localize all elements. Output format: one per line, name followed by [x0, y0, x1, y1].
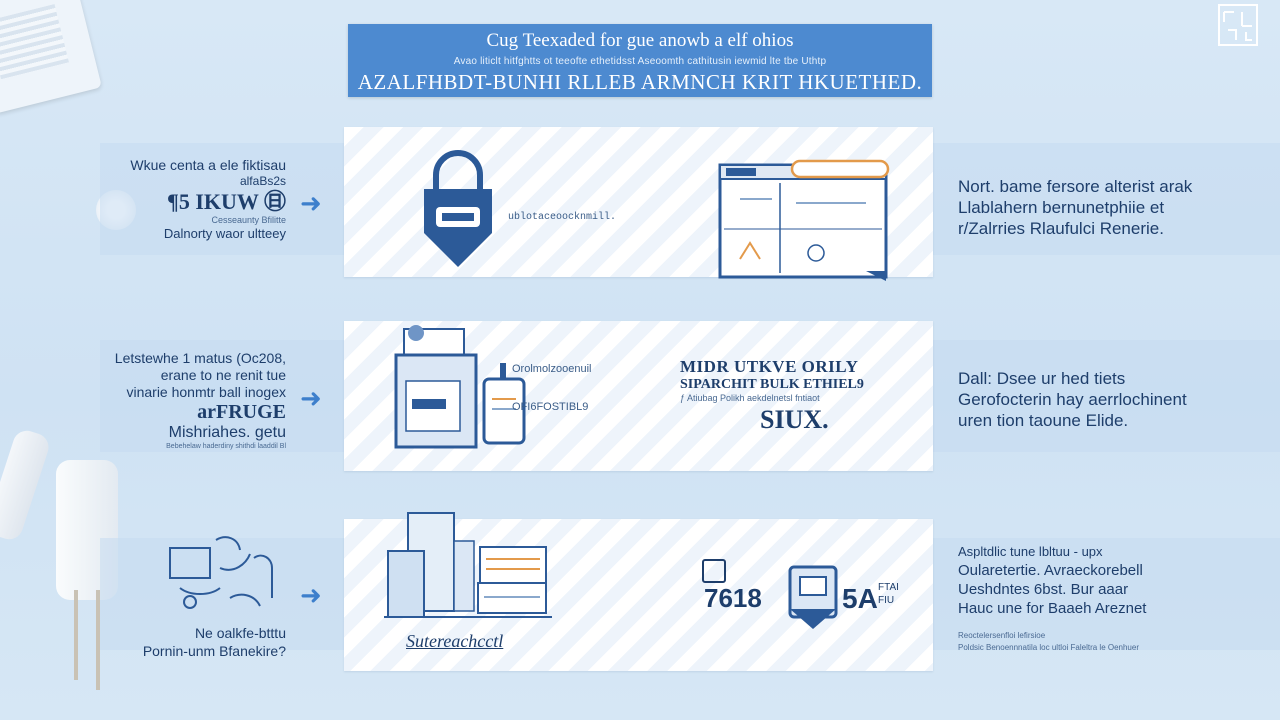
row-1-panel: ublotaceoocknmill. — [344, 127, 933, 281]
row-2-center-heading: MIDR UTKVE ORILY — [680, 357, 859, 376]
row-2-panel-caption-b: OFI6FOSTIBL9 — [512, 401, 589, 413]
row-3-panel-caption: Sutereachcctl — [406, 631, 504, 651]
laptop-decor — [0, 0, 102, 114]
row-2-left-heading: arFRUGE — [197, 401, 286, 423]
row-3-left-line: Pornin-unm Bfanekire? — [142, 643, 286, 659]
row-2-right-line: Gerofocterin hay aerrlochinent — [958, 390, 1187, 409]
row-3-right-line: Oularetertie. Avraeckorebell — [958, 562, 1143, 579]
row-3-left-line: Ne oalkfe-btttu — [194, 625, 286, 641]
row-2-left-line: vinarie honmtr ball inogex — [126, 384, 286, 400]
document-window-icon — [716, 159, 896, 290]
header-title: Cug Teexaded for gue anowb a elf ohios — [486, 30, 794, 51]
row-3-panel: Sutereachcctl 7618 5A FTAI FIU — [344, 512, 933, 671]
row-3-panel-code-c: FTAI FIU — [878, 582, 899, 606]
row-1-right-line: Nort. bame fersore alterist arak — [958, 177, 1193, 196]
header-banner: Cug Teexaded for gue anowb a elf ohios A… — [348, 24, 932, 97]
row-2-panel-caption-a: Orolmolzooenuil — [512, 363, 592, 375]
row-3-arrow-icon: ➜ — [300, 580, 322, 610]
building-icon — [384, 511, 554, 636]
row-3-right-text: Aspltdlic tune lbltuu - upx Oularetertie… — [958, 542, 1268, 618]
row-1-panel-caption: ublotaceoocknmill. — [508, 212, 617, 223]
row-3-panel-code: 7618 — [704, 583, 762, 613]
row-2-panel: Orolmolzooenuil OFI6FOSTIBL9 MIDR UTKVE … — [344, 321, 933, 471]
header-subtitle: Avao liticlt hitfghtts ot teeofte etheti… — [453, 56, 827, 67]
paper-scroll-decor — [0, 427, 53, 543]
people-sketch-icon — [160, 528, 290, 623]
row-1-right-text: Nort. bame fersore alterist arak Llablah… — [958, 176, 1258, 239]
row-3-right-line: Ueshdntes 6bst. Bur aaar — [958, 581, 1129, 598]
row-3-panel-code-b: 5A — [842, 583, 878, 614]
padlock-icon — [418, 149, 498, 274]
row-3-square-mark — [702, 559, 726, 583]
row-2-left-line: erane to ne renit tue — [160, 367, 286, 383]
row-2-left-line: Mishriahes. getu — [168, 424, 286, 441]
row-2-right-text: Dall: Dsee ur hed tiets Gerofocterin hay… — [958, 368, 1258, 431]
row-1-left-heading: ¶5 IKUW ㊐ — [166, 189, 286, 214]
row-1-left-line: Cesseaunty Bfilitte — [211, 215, 286, 225]
qr-icon[interactable] — [1218, 4, 1258, 46]
row-2-center-note: ƒ Atiubag Polikh aekdelnetsl fntiaot — [680, 393, 820, 403]
header-tagline: AZALFHBDT-BUNHI RLLEB ARMNCH KRIT HKUETH… — [357, 70, 923, 94]
row-3-right-small-line: Poldsic Benoennnatila loc ultloi Faleltr… — [958, 643, 1139, 652]
row-2-left-line: Bebehelaw haderdiny shithdi laaddil Bl — [166, 443, 286, 450]
stand-leg-decor-2 — [96, 590, 100, 690]
row-3-right-small-line: Reoctelersenfloi lefirsioe — [958, 631, 1046, 640]
row-1-right-line: r/Zalrries Rlaufulci Renerie. — [958, 219, 1164, 238]
row-1-arrow-icon: ➜ — [300, 188, 322, 218]
devices-icon — [392, 321, 532, 466]
row-2-center-subheading: SIPARCHIT BULK ETHIEL9 — [680, 377, 864, 392]
row-1-left-line: alfaBs2s — [239, 174, 286, 188]
row-2-arrow-icon: ➜ — [300, 383, 322, 413]
row-3-right-line: Hauc une for Baaeh Areznet — [958, 600, 1147, 617]
row-2-right-line: Dall: Dsee ur hed tiets — [958, 369, 1126, 388]
row-1-left-text: Wkue centa a ele fiktisau alfaBs2s ¶5 IK… — [100, 156, 286, 243]
row-2-center-code: SIUX. — [760, 405, 829, 434]
row-2-left-line: Letstewhe 1 matus (Oc208, — [114, 350, 286, 366]
badge-shield-icon — [788, 565, 838, 636]
row-2-right-line: uren tion taoune Elide. — [958, 411, 1129, 430]
row-3-right-line: Aspltdlic tune lbltuu - upx — [958, 544, 1103, 559]
row-2-panel-center: MIDR UTKVE ORILY SIPARCHIT BULK ETHIEL9 … — [680, 357, 926, 437]
stand-leg-decor — [74, 590, 78, 680]
row-1-left-line: Dalnorty waor ultteey — [163, 226, 286, 241]
row-1-left-line: Wkue centa a ele fiktisau — [130, 157, 286, 173]
row-1-right-line: Llablahern bernunetphiie et — [958, 198, 1165, 217]
row-2-left-text: Letstewhe 1 matus (Oc208, erane to ne re… — [80, 350, 286, 450]
row-3-left-text: Ne oalkfe-btttu Pornin-unm Bfanekire? — [100, 624, 286, 660]
row-3-right-footnote: Reoctelersenfloi lefirsioe Poldsic Benoe… — [958, 630, 1268, 654]
